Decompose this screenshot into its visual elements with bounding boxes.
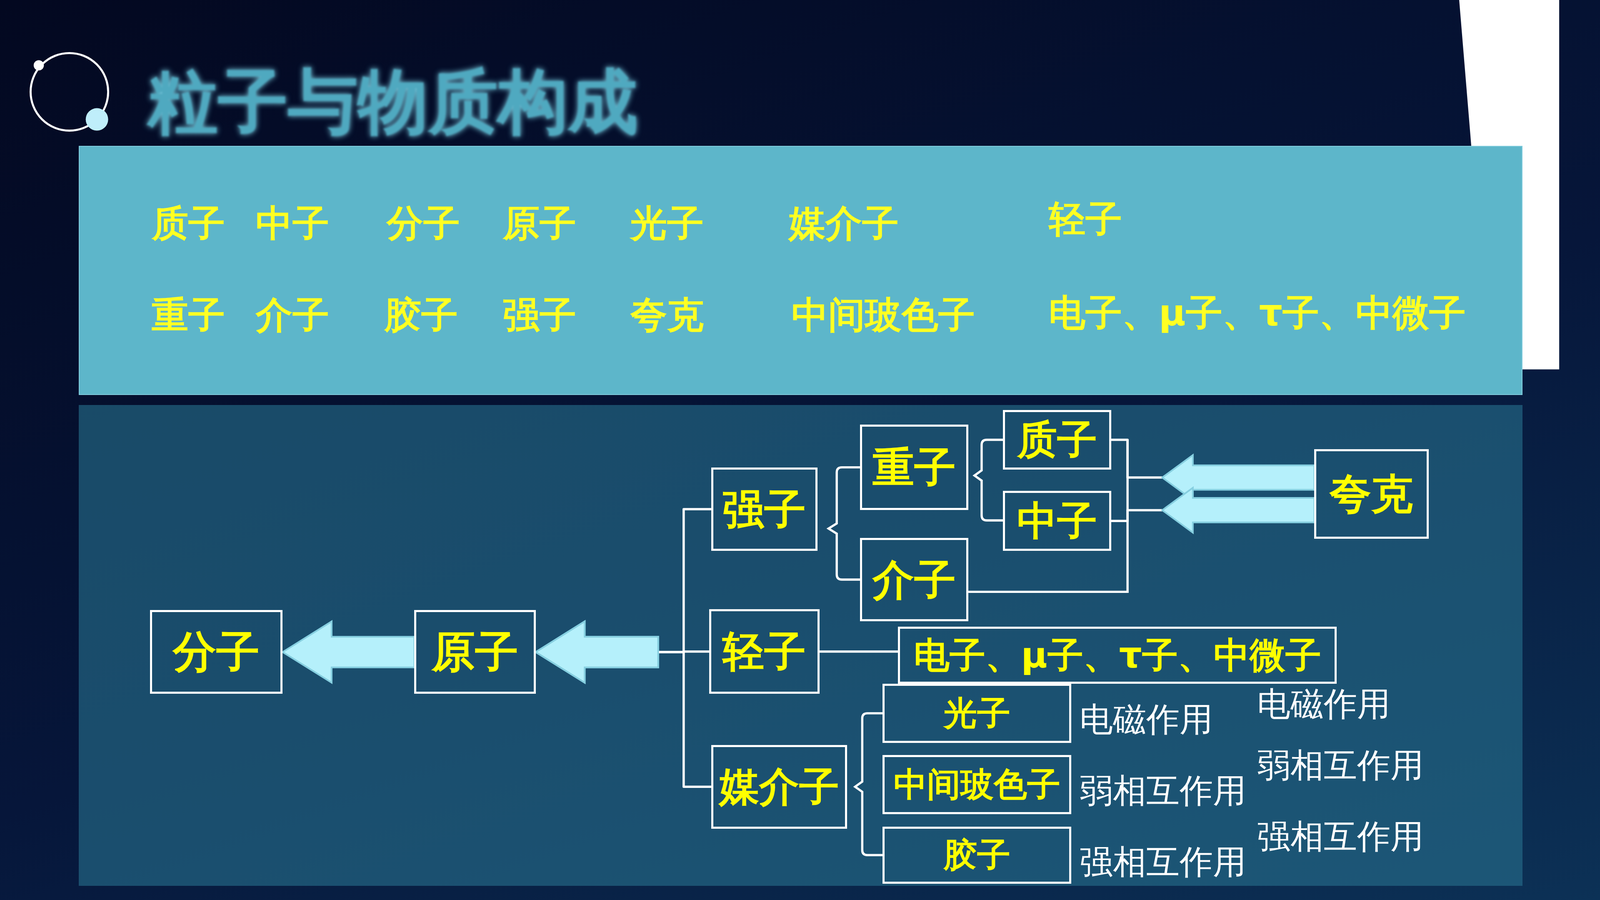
- interaction-label: 强相互作用: [1079, 843, 1247, 881]
- particle-name: 媒介子: [719, 763, 840, 810]
- particle-box: 介子: [860, 537, 969, 622]
- particle-name: 中间玻色子: [791, 295, 975, 336]
- particle-name: 重子: [151, 295, 225, 336]
- particle-name: 夸克: [630, 295, 704, 336]
- particle-name: 中子: [1017, 497, 1098, 544]
- block-arrow: [535, 621, 659, 683]
- particle-box: 胶子: [882, 826, 1072, 884]
- particle-name: 媒介子: [788, 202, 899, 244]
- interaction-label: 电磁作用: [1257, 685, 1391, 723]
- bracket-line: [1111, 440, 1163, 478]
- particle-box: 电子、μ子、τ子、中微子: [897, 626, 1337, 684]
- particle-list-panel: 质子中子 分子原子 光子 媒介子 轻子重子介子 胶子 强子 夸克 中间玻色子 电子、μ子、τ子、中…: [78, 145, 1523, 395]
- particle-box: 中间玻色子: [882, 755, 1072, 815]
- bracket-line: [819, 650, 899, 653]
- particle-name: 轻子: [1048, 199, 1123, 240]
- bracket-line: [658, 652, 712, 787]
- block-arrow: [282, 621, 415, 683]
- particle-name: 原子: [431, 627, 519, 678]
- particle-name: 质子: [1017, 416, 1098, 463]
- particle-name: 电子、μ子、τ子、中微子: [913, 634, 1322, 676]
- particle-box: 光子: [882, 683, 1072, 743]
- logo-dot: [33, 60, 44, 70]
- particle-name: 中间玻色子: [893, 765, 1061, 804]
- particle-name: 分子: [172, 627, 260, 678]
- particle-name: 电子、μ子、τ子、中微子: [1048, 292, 1466, 334]
- particle-name: 强子: [722, 485, 806, 534]
- particle-box: 媒介子: [711, 745, 848, 829]
- bracket: [974, 440, 1004, 521]
- particle-name: 胶子: [384, 295, 458, 336]
- particle-box: 中子: [1002, 490, 1112, 551]
- particle-name: 分子: [386, 202, 460, 244]
- particle-box: 原子: [414, 610, 536, 694]
- particle-box: 夸克: [1314, 449, 1429, 540]
- connector: [1111, 440, 1315, 500]
- interaction-label: 强相互作用: [1257, 818, 1424, 855]
- bracket: [855, 713, 883, 855]
- particle-name: 光子: [630, 202, 704, 244]
- particle-name: 轻子: [722, 627, 806, 676]
- block-arrow: [535, 621, 659, 683]
- particle-name: 介子: [255, 295, 330, 336]
- interaction-label: 弱相互作用: [1079, 772, 1247, 810]
- bracket-line: [658, 509, 712, 653]
- logo-ring: [30, 52, 108, 131]
- particle-box: 轻子: [709, 609, 820, 694]
- particle-name: 夸克: [1329, 470, 1413, 518]
- particle-box: 质子: [1002, 410, 1112, 470]
- interaction-label: 电磁作用: [1079, 701, 1213, 738]
- particle-name: 胶子: [943, 835, 1011, 875]
- particle-name: 重子: [872, 443, 956, 492]
- particle-box: 重子: [860, 424, 969, 511]
- connector: [282, 621, 415, 683]
- slide-title: 粒子与物质构成: [147, 63, 638, 141]
- particle-name: 强子: [502, 295, 577, 336]
- logo-dot: [85, 108, 109, 131]
- particle-box: 分子: [150, 610, 283, 694]
- particle-box: 强子: [711, 467, 818, 552]
- connector: [535, 621, 712, 787]
- block-arrow: [1162, 487, 1315, 533]
- particle-name: 质子: [151, 202, 225, 244]
- particle-name: 介子: [872, 555, 956, 604]
- connector: [535, 509, 712, 683]
- bracket-line: [1111, 510, 1163, 521]
- block-arrow: [535, 621, 659, 683]
- particle-name: 中子: [255, 202, 330, 244]
- connector: [1111, 487, 1315, 533]
- particle-name: 光子: [943, 694, 1011, 733]
- bracket: [828, 467, 861, 580]
- particle-name: 原子: [502, 202, 577, 244]
- interaction-label: 弱相互作用: [1257, 747, 1424, 784]
- connector: [819, 651, 899, 652]
